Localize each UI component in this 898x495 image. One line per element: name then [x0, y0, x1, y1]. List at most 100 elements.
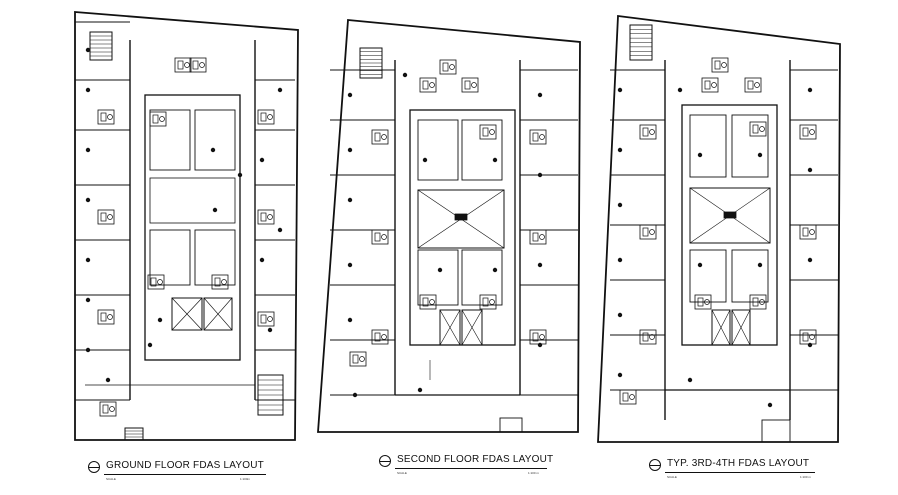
toilet-icon — [352, 354, 359, 364]
lobby-outline — [149, 177, 236, 224]
plan-title-ground: GROUND FLOOR FDAS LAYOUT — [106, 460, 264, 471]
smoke-detector-icon — [617, 202, 623, 208]
room-outline — [194, 229, 236, 286]
title-underline — [665, 472, 815, 473]
smoke-detector-icon — [212, 207, 218, 213]
plan-marker-icon — [649, 459, 661, 471]
elevator-icon — [203, 297, 233, 331]
smoke-detector-icon — [210, 147, 216, 153]
sink-icon — [107, 314, 113, 320]
sink-icon — [809, 229, 815, 235]
sink-icon — [157, 279, 163, 285]
elevator-cross — [711, 309, 731, 346]
smoke-detector-icon — [347, 317, 353, 323]
smoke-detector-icon — [352, 392, 358, 398]
toilet-icon — [697, 297, 704, 307]
sink-icon — [359, 356, 365, 362]
smoke-detector-icon — [85, 87, 91, 93]
toilet-icon — [419, 294, 437, 310]
smoke-detector-icon — [259, 257, 265, 263]
smoke-detector-icon — [617, 372, 623, 378]
room-outline — [417, 119, 459, 181]
smoke-detector-icon — [347, 262, 353, 268]
room-outline — [731, 114, 769, 178]
smoke-detector-icon — [85, 47, 91, 53]
toilet-icon — [439, 59, 457, 75]
sink-icon — [759, 299, 765, 305]
sink-icon — [809, 129, 815, 135]
toilet-icon — [174, 57, 192, 73]
smoke-detector-icon — [402, 72, 408, 78]
plan-title-second: SECOND FLOOR FDAS LAYOUT — [397, 454, 554, 465]
toilet-icon — [529, 129, 547, 145]
room-outline — [689, 249, 727, 303]
toilet-icon — [744, 77, 762, 93]
smoke-detector-icon — [417, 387, 423, 393]
lobby-outline — [417, 189, 505, 249]
smoke-detector-icon — [537, 92, 543, 98]
toilet-icon — [422, 297, 429, 307]
sink-icon — [539, 134, 545, 140]
smoke-detector-icon — [697, 262, 703, 268]
ceiling-panel — [723, 211, 737, 219]
room-outline — [461, 119, 503, 181]
sink-icon — [199, 62, 205, 68]
scale-label: SCALE — [667, 475, 677, 479]
toilet-icon — [639, 329, 657, 345]
toilet-icon — [97, 209, 115, 225]
toilet-icon — [532, 232, 539, 242]
smoke-detector-icon — [492, 267, 498, 273]
sink-icon — [539, 234, 545, 240]
toilet-icon — [102, 404, 109, 414]
smoke-detector-icon — [237, 172, 243, 178]
elevator-cross — [171, 297, 203, 331]
smoke-detector-icon — [807, 87, 813, 93]
sink-icon — [754, 82, 760, 88]
building-outline-typical — [597, 14, 841, 443]
toilet-icon — [152, 114, 159, 124]
entry-steps — [499, 417, 523, 433]
room-outline — [689, 114, 727, 178]
building-outline-second — [317, 19, 581, 433]
smoke-detector-icon — [267, 327, 273, 333]
toilet-icon — [150, 277, 157, 287]
toilet-icon — [747, 80, 754, 90]
toilet-icon — [622, 392, 629, 402]
toilet-icon — [639, 224, 657, 240]
toilet-icon — [100, 112, 107, 122]
smoke-detector-icon — [85, 297, 91, 303]
toilet-icon — [799, 224, 817, 240]
smoke-detector-icon — [85, 197, 91, 203]
toilet-icon — [529, 229, 547, 245]
building-outline-ground — [74, 11, 299, 441]
elevator-icon — [461, 309, 483, 346]
title-underline — [395, 468, 547, 469]
sink-icon — [221, 279, 227, 285]
room-outline — [149, 109, 191, 171]
sink-icon — [649, 129, 655, 135]
toilet-icon — [100, 212, 107, 222]
smoke-detector-icon — [277, 87, 283, 93]
smoke-detector-icon — [259, 157, 265, 163]
toilet-icon — [211, 274, 229, 290]
toilet-icon — [147, 274, 165, 290]
sink-icon — [159, 116, 165, 122]
room-outline — [461, 249, 503, 306]
toilet-icon — [192, 60, 199, 70]
toilet-icon — [694, 294, 712, 310]
smoke-detector-icon — [617, 87, 623, 93]
sink-icon — [711, 82, 717, 88]
toilet-icon — [260, 112, 267, 122]
toilet-icon — [479, 124, 497, 140]
room-outline — [417, 249, 459, 306]
toilet-icon — [374, 132, 381, 142]
toilet-icon — [639, 124, 657, 140]
toilet-icon — [371, 129, 389, 145]
sink-icon — [429, 299, 435, 305]
toilet-icon — [482, 127, 489, 137]
toilet-icon — [371, 329, 389, 345]
lobby-outline — [689, 187, 771, 244]
toilet-icon — [374, 232, 381, 242]
toilet-icon — [529, 329, 547, 345]
toilet-icon — [749, 121, 767, 137]
